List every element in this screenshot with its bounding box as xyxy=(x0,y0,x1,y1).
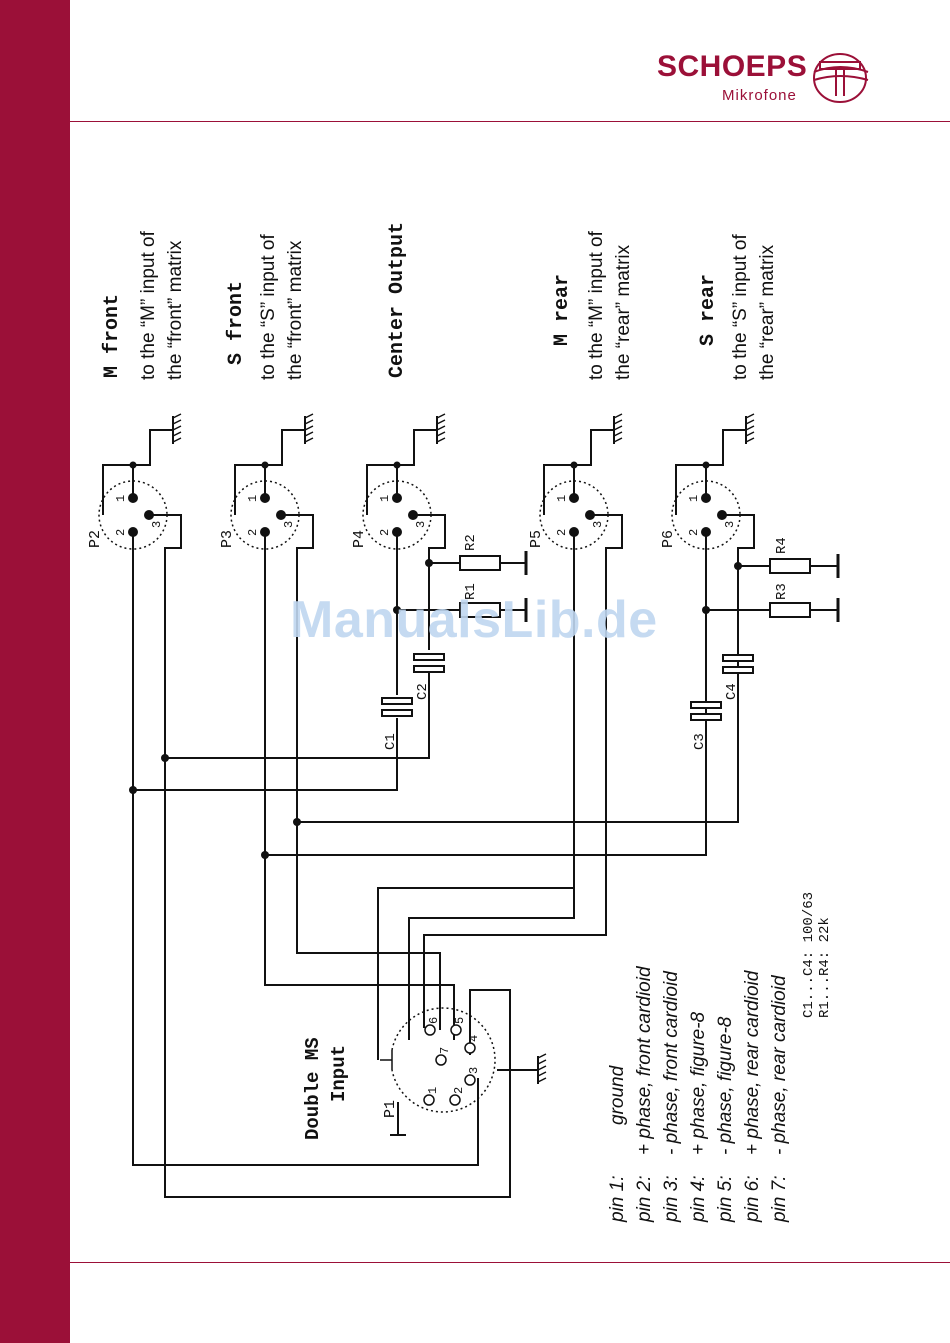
output-desc-s-front-2: the “front” matrix xyxy=(285,240,306,380)
brand-logo-text: SCHOEPS xyxy=(657,50,808,83)
header-rule xyxy=(70,121,950,122)
label-c2: C2 xyxy=(415,683,431,700)
p5-pin2: 2 xyxy=(555,529,569,536)
input-label-line2: Input xyxy=(328,1045,350,1102)
label-r2: R2 xyxy=(463,534,479,551)
din-pin-6: 6 xyxy=(427,1017,441,1024)
input-label-line1: Double MS xyxy=(302,1037,324,1140)
legend-pin-6: pin 6: xyxy=(742,1176,763,1223)
label-c3: C3 xyxy=(692,733,708,750)
values-line2: R1...R4: 22k xyxy=(817,917,833,1018)
output-desc-m-rear-1: to the “M” input of xyxy=(586,230,607,380)
p3-pin1: 1 xyxy=(246,495,260,502)
label-r3: R3 xyxy=(774,583,790,600)
legend-desc-4: + phase, figure-8 xyxy=(688,1011,709,1155)
output-desc-m-front-1: to the “M” input of xyxy=(138,230,159,380)
p2-pin1: 1 xyxy=(114,495,128,502)
legend-desc-2: + phase, front cardioid xyxy=(634,965,655,1155)
legend-desc-5: - phase, figure-8 xyxy=(715,1016,736,1155)
watermark-text: ManualsLib.de xyxy=(290,591,658,649)
legend-pin-4: pin 4: xyxy=(688,1176,709,1223)
side-color-bar xyxy=(0,0,70,1343)
output-title-s-rear: S rear xyxy=(697,274,720,346)
label-p6: P6 xyxy=(660,530,677,548)
legend-pin-7: pin 7: xyxy=(769,1176,790,1223)
footer-rule xyxy=(70,1262,950,1263)
output-desc-m-front-2: the “front” matrix xyxy=(165,240,186,380)
legend-desc-6: + phase, rear cardioid xyxy=(742,969,763,1155)
label-r1: R1 xyxy=(463,583,479,600)
p6-pin3: 3 xyxy=(723,521,737,528)
legend-desc-3: - phase, front cardioid xyxy=(661,970,682,1155)
p2-pin2: 2 xyxy=(114,529,128,536)
output-desc-s-rear-2: the “rear” matrix xyxy=(757,244,778,380)
label-p2: P2 xyxy=(87,530,104,548)
p6-pin1: 1 xyxy=(687,495,701,502)
output-desc-m-rear-2: the “rear” matrix xyxy=(613,244,634,380)
label-p5: P5 xyxy=(528,530,545,548)
output-desc-s-front-1: to the “S” input of xyxy=(258,234,279,380)
p2-pin3: 3 xyxy=(150,521,164,528)
label-c1: C1 xyxy=(383,733,399,750)
legend-pin-2: pin 2: xyxy=(634,1176,655,1223)
output-title-s-front: S front xyxy=(225,281,248,365)
label-c4: C4 xyxy=(724,683,740,700)
output-title-m-front: M front xyxy=(101,294,124,378)
label-p1: P1 xyxy=(382,1100,399,1118)
output-desc-s-rear-1: to the “S” input of xyxy=(730,234,751,380)
din-pin-7: 7 xyxy=(438,1047,452,1054)
p4-pin2: 2 xyxy=(378,529,392,536)
din-pin-4: 4 xyxy=(467,1035,481,1042)
din-pin-3: 3 xyxy=(467,1067,481,1074)
din-pin-5: 5 xyxy=(453,1017,467,1024)
din-pin-2: 2 xyxy=(452,1087,466,1094)
values-line1: C1...C4: 100/63 xyxy=(801,892,817,1018)
schoeps-emblem-icon xyxy=(813,53,869,103)
label-r4: R4 xyxy=(774,537,790,554)
p6-pin2: 2 xyxy=(687,529,701,536)
p5-pin1: 1 xyxy=(555,495,569,502)
label-p3: P3 xyxy=(219,530,236,548)
output-title-m-rear: M rear xyxy=(551,274,574,346)
p3-pin2: 2 xyxy=(246,529,260,536)
legend-pin-3: pin 3: xyxy=(661,1176,682,1223)
output-title-center: Center Output xyxy=(386,222,409,378)
p3-pin3: 3 xyxy=(282,521,296,528)
legend-pin-5: pin 5: xyxy=(715,1176,736,1223)
legend-desc-1: ground xyxy=(607,1064,628,1125)
p4-pin1: 1 xyxy=(378,495,392,502)
din-pin-1: 1 xyxy=(426,1087,440,1094)
brand-subtitle: Mikrofone xyxy=(722,87,797,104)
legend-pin-1: pin 1: xyxy=(607,1176,628,1223)
legend-desc-7: - phase, rear cardioid xyxy=(769,974,790,1155)
p5-pin3: 3 xyxy=(591,521,605,528)
p4-pin3: 3 xyxy=(414,521,428,528)
label-p4: P4 xyxy=(351,530,368,548)
